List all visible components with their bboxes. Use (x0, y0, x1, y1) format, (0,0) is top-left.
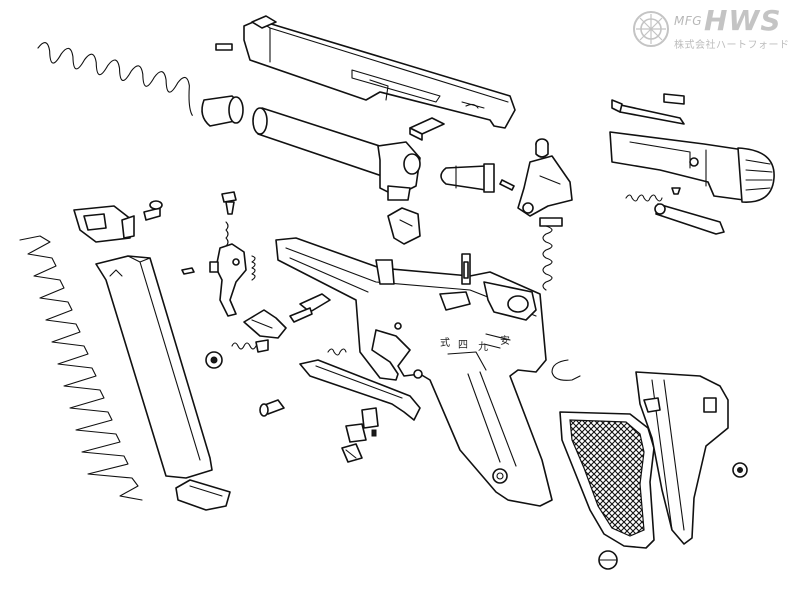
firing-pin (654, 203, 725, 235)
frame-marking-3: 九 (478, 341, 488, 353)
trigger-spring (225, 221, 229, 247)
frame-marking-2: 四 (458, 340, 468, 351)
clip-small (663, 93, 685, 105)
grip-panel-right (635, 371, 729, 545)
barrel-bushing (201, 95, 244, 127)
hammer (387, 207, 421, 245)
cylinder-plunger (259, 399, 285, 417)
firing-pin-spring (625, 194, 663, 202)
frame-marking-4: 安 (500, 334, 510, 347)
recoil-spring (37, 42, 193, 116)
tiny-screw-right (671, 187, 681, 195)
grip-panel-left (559, 411, 655, 549)
grip-hook (551, 359, 581, 381)
short-spring-2 (327, 348, 347, 356)
extractor (611, 99, 685, 125)
magazine-spring (19, 235, 143, 501)
trigger (209, 243, 247, 317)
emblem-icon (633, 11, 669, 47)
logo-company-name: 株式会社ハートフォード (674, 40, 790, 51)
firing-pin-assembly (609, 131, 775, 203)
frame-markings: 式 四 九 安 (440, 334, 510, 353)
hammer-spring (539, 217, 563, 291)
grip-bushing (732, 462, 748, 478)
trigger-pin-small (221, 191, 237, 215)
grip-screw (598, 550, 618, 570)
disconnector (243, 309, 287, 339)
magazine-follower (175, 479, 231, 511)
barrel (252, 107, 421, 201)
cylinder-small (535, 138, 549, 158)
logo-mfg: MFG (674, 14, 703, 28)
washer (205, 351, 223, 369)
pistol-frame (275, 237, 553, 507)
pin-horizontal-left (181, 267, 195, 275)
trigger-spring-2 (251, 255, 256, 281)
brand-logo: MFG HWS 株式会社ハートフォード (632, 4, 789, 52)
small-lever (299, 293, 331, 313)
sear-housing-block (73, 205, 135, 243)
slide (215, 15, 516, 129)
small-pin-1 (499, 179, 515, 191)
magazine (95, 255, 213, 479)
logo-brand: HWS (704, 4, 782, 37)
trigger-bar (299, 359, 421, 421)
cartridge (440, 163, 495, 193)
safety-knob (341, 423, 367, 463)
plunger-spring (231, 339, 269, 353)
frame-marking-1: 式 (440, 336, 450, 349)
slide-stop-block (409, 117, 445, 141)
sear-bar (517, 155, 573, 217)
short-spring-1 (289, 307, 313, 323)
pin-vertical-center (463, 261, 469, 279)
screw-small-left (143, 200, 163, 221)
safety-detent (361, 407, 379, 437)
